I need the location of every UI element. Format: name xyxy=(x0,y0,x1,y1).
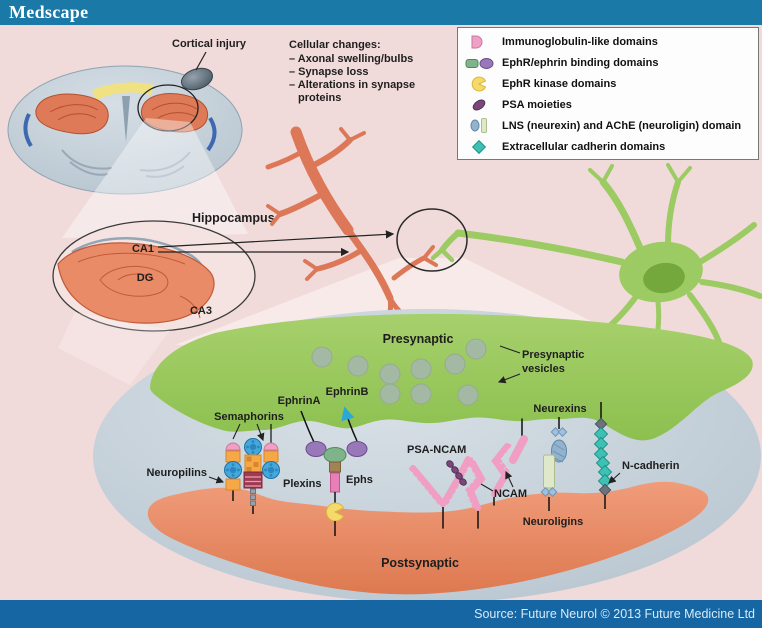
ephr-ephrin-binding-domain-icon xyxy=(458,55,502,71)
eph-kinase-domain xyxy=(325,502,345,522)
psa-moiety-icon xyxy=(458,97,502,113)
brain-cross-section xyxy=(7,65,243,195)
neurexins-label: Neurexins xyxy=(533,403,586,415)
cellular-changes-item-3: – Alterations in synapse xyxy=(289,79,415,91)
synapse-detail: Presynaptic Presynaptic vesicles Postsyn… xyxy=(93,309,761,603)
lns-ache-domain-icon xyxy=(458,117,502,134)
ephrin-a-label: EphrinA xyxy=(278,395,321,407)
neuroligins-label: Neuroligins xyxy=(523,516,584,528)
legend-row: EphR/ephrin binding domains xyxy=(458,52,758,73)
cellular-changes-item-4: proteins xyxy=(298,92,341,104)
header-bar: Medscape xyxy=(0,0,762,25)
eph-binding-domain xyxy=(323,447,347,463)
left-ventricle xyxy=(23,113,33,148)
right-ventricle xyxy=(206,116,217,152)
ephr-kinase-domain-icon xyxy=(458,76,502,92)
legend-row: Immunoglobulin-like domains xyxy=(458,31,758,52)
n-cadherin-label: N-cadherin xyxy=(622,460,680,472)
legend-row: PSA moieties xyxy=(458,94,758,115)
ca1-label: CA1 xyxy=(132,243,154,255)
ncam-complex xyxy=(407,418,528,529)
cellular-changes-note: Cellular changes: – Axonal swelling/bulb… xyxy=(289,39,415,104)
injury-yellow-patch xyxy=(92,82,154,100)
hippocampus-inset: CA1 DG CA3 xyxy=(52,220,256,332)
hippocampus-label: Hippocampus xyxy=(192,211,275,225)
cellular-changes-item-1: – Axonal swelling/bulbs xyxy=(289,53,413,65)
presynaptic-label: Presynaptic xyxy=(383,332,454,346)
hippocampus-body xyxy=(57,242,215,324)
extracellular-cadherin-domain-icon xyxy=(458,139,502,155)
ephrin-b-label: EphrinB xyxy=(326,386,369,398)
legend-label: PSA moieties xyxy=(502,98,572,111)
ephrin-eph-complex xyxy=(300,406,368,536)
ephrin-b-ligand xyxy=(346,441,368,457)
presynaptic-terminal xyxy=(150,313,753,441)
legend-row: LNS (neurexin) and AChE (neuroligin) dom… xyxy=(458,115,758,136)
ncam-label: NCAM xyxy=(494,488,527,500)
zoom-circle-brain xyxy=(137,84,199,132)
legend-box: Immunoglobulin-like domains EphR/ephrin … xyxy=(457,27,759,160)
postsynaptic-terminal xyxy=(147,481,709,595)
cellular-changes-title: Cellular changes: xyxy=(289,39,381,51)
legend-label: LNS (neurexin) and AChE (neuroligin) dom… xyxy=(502,119,742,132)
immunoglobulin-domain-icon xyxy=(458,34,502,50)
postsynaptic-label: Postsynaptic xyxy=(381,556,459,570)
presynaptic-vesicles-label-line2: vesicles xyxy=(522,363,565,375)
legend-label: EphR/ephrin binding domains xyxy=(502,56,659,69)
ephrin-a-ligand xyxy=(305,441,327,457)
legend-label: Extracellular cadherin domains xyxy=(502,140,666,153)
cortical-injury-pointer xyxy=(195,51,207,71)
source-attribution: Source: Future Neurol © 2013 Future Medi… xyxy=(474,607,755,621)
zoom-circle-synapse xyxy=(396,208,468,272)
legend-row: Extracellular cadherin domains xyxy=(458,136,758,157)
psa-ncam-label: PSA-NCAM xyxy=(407,444,466,456)
green-neuron-nucleus xyxy=(643,262,685,294)
medscape-logo: Medscape xyxy=(9,2,89,22)
legend-label: Immunoglobulin-like domains xyxy=(502,35,658,48)
ca3-label: CA3 xyxy=(190,305,212,317)
dg-label: DG xyxy=(137,272,154,284)
plexins-label: Plexins xyxy=(283,478,322,490)
n-cadherin-complex xyxy=(593,402,613,509)
neuropilins-label: Neuropilins xyxy=(146,467,207,479)
plexin-membrane-domain xyxy=(243,471,263,489)
psa-moiety-chain xyxy=(446,460,467,486)
ache-domain xyxy=(543,454,555,489)
semaphorin-complex xyxy=(224,424,280,514)
legend-row: EphR kinase domains xyxy=(458,73,758,94)
presynaptic-vesicles-label-line1: Presynaptic xyxy=(522,349,584,361)
semaphorins-label: Semaphorins xyxy=(214,411,284,423)
cortical-injury-site xyxy=(180,67,214,91)
cortical-injury-label: Cortical injury xyxy=(172,38,247,50)
neurexin-neuroligin-complex xyxy=(540,417,568,511)
arrow-ca1-to-synapse xyxy=(157,230,395,248)
footer-bar: Source: Future Neurol © 2013 Future Medi… xyxy=(0,600,762,628)
zoom-beam-brain xyxy=(62,118,248,238)
zoom-beam-left xyxy=(58,312,170,385)
legend-label: EphR kinase domains xyxy=(502,77,617,90)
ephs-label: Ephs xyxy=(346,474,373,486)
cellular-changes-item-2: – Synapse loss xyxy=(289,66,369,78)
